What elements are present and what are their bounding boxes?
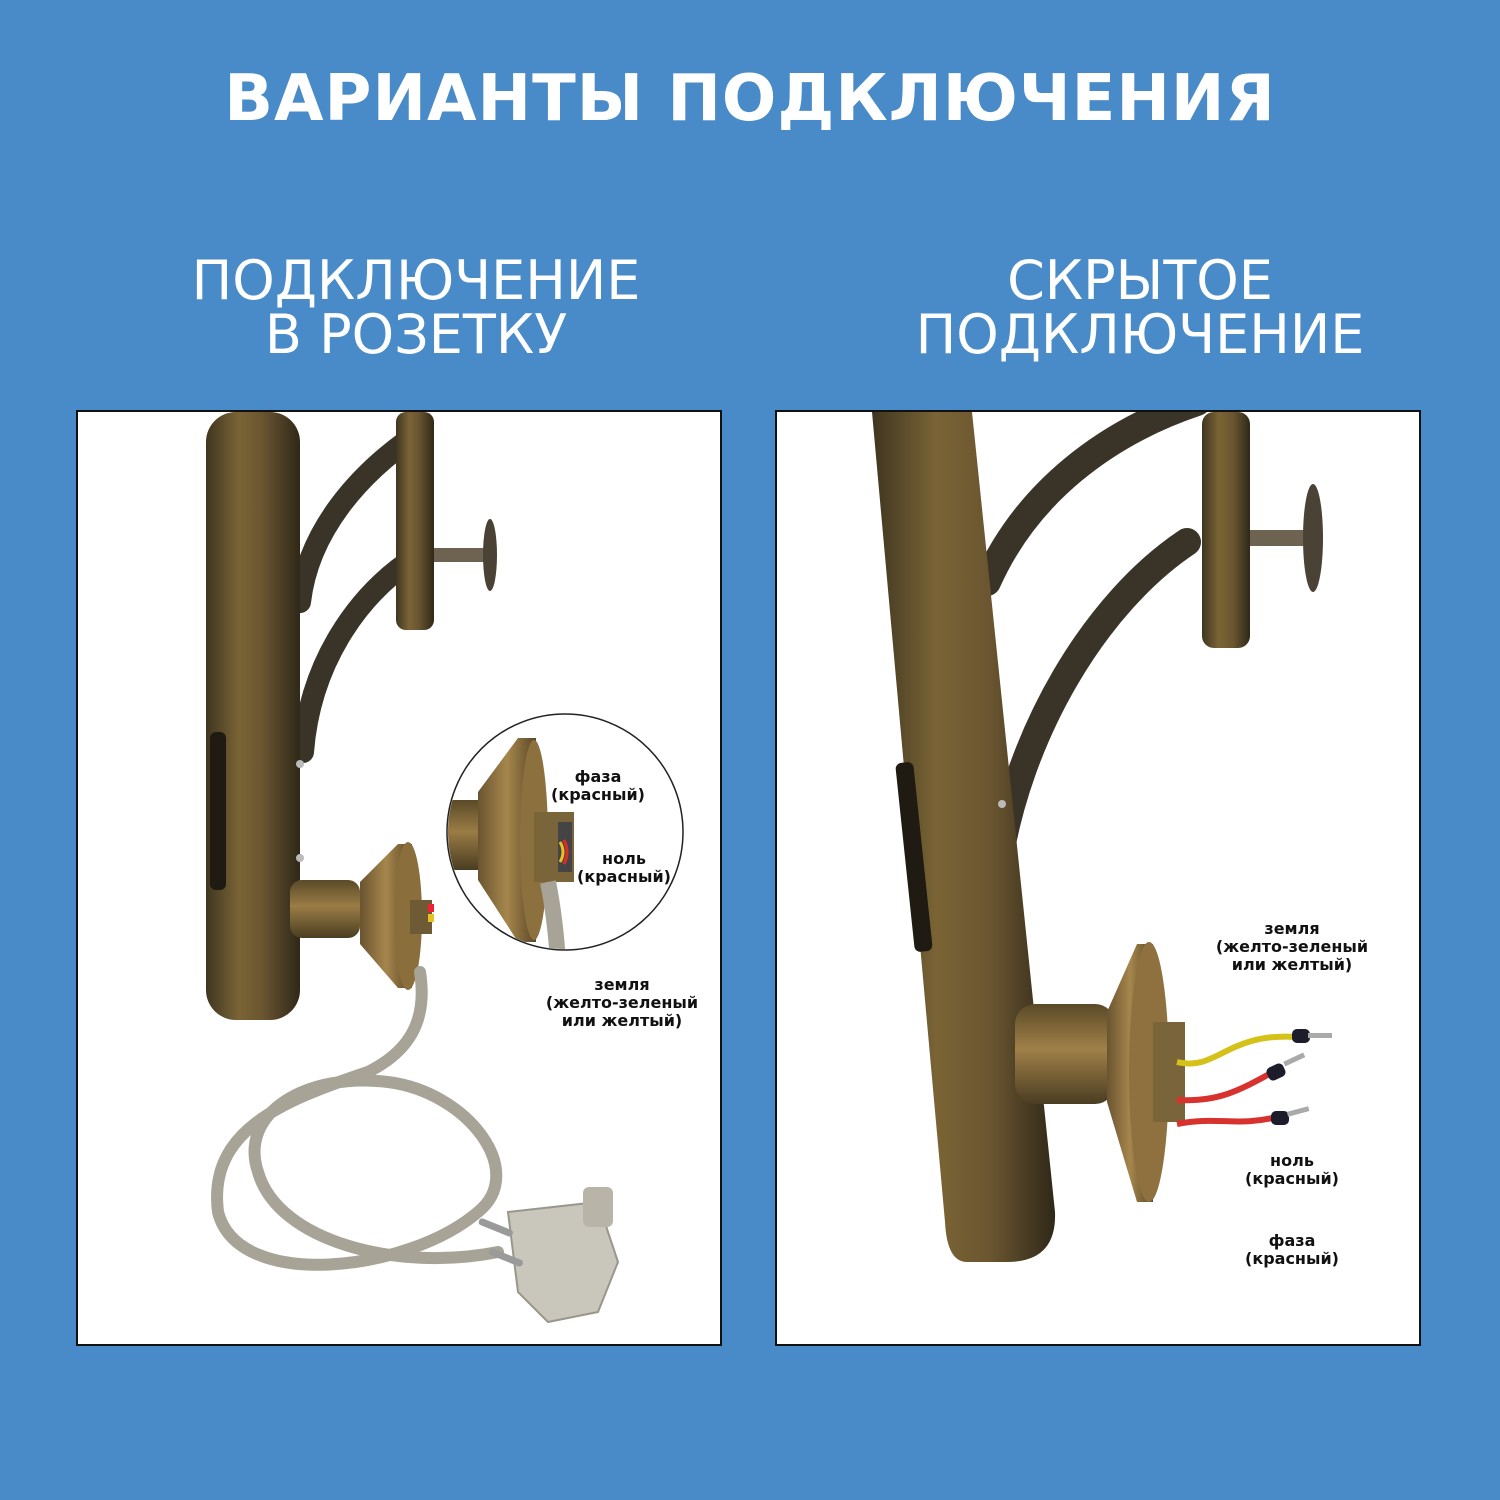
label-name: фаза: [574, 767, 622, 786]
left-label-phase: фаза (красный): [528, 768, 668, 804]
right-option-heading: СКРЫТОЕ ПОДКЛЮЧЕНИЕ: [775, 254, 1500, 362]
plug-icon: [478, 1187, 620, 1324]
towel-rail-with-wires-illustration: [872, 412, 1332, 1262]
ground-wire: [1176, 1033, 1298, 1067]
label-name: ноль: [1270, 1151, 1314, 1170]
label-color: (красный): [551, 785, 645, 804]
right-label-ground: земля (желто-зеленый или желтый): [1212, 920, 1372, 974]
socket-connection-image-panel: фаза (красный) ноль (красный) земля (жел…: [76, 410, 722, 1346]
right-heading-line2: ПОДКЛЮЧЕНИЕ: [915, 303, 1365, 366]
label-name: фаза: [1268, 1231, 1316, 1250]
phase-wire: [1176, 1114, 1278, 1127]
label-color: (красный): [1245, 1249, 1339, 1268]
page-title: ВАРИАНТЫ ПОДКЛЮЧЕНИЯ: [224, 62, 1276, 136]
label-name: земля: [1264, 919, 1320, 938]
right-label-phase: фаза (красный): [1227, 1232, 1357, 1268]
left-option-heading: ПОДКЛЮЧЕНИЕ В РОЗЕТКУ: [76, 254, 756, 362]
left-heading-line1: ПОДКЛЮЧЕНИЕ: [191, 249, 641, 312]
label-color-2: или желтый): [1231, 955, 1353, 974]
zoom-inset-circle: [446, 713, 684, 951]
label-color-1: (желто-зеленый: [545, 993, 699, 1012]
left-heading-line2: В РОЗЕТКУ: [264, 303, 568, 366]
towel-rail-with-plug-illustration: [206, 412, 684, 1324]
left-label-neutral: ноль (красный): [554, 850, 694, 886]
label-color: (красный): [1245, 1169, 1339, 1188]
label-color-2: или желтый): [561, 1011, 683, 1030]
label-color: (красный): [577, 867, 671, 886]
label-color-1: (желто-зеленый: [1215, 937, 1369, 956]
right-label-neutral: ноль (красный): [1227, 1152, 1357, 1188]
neutral-wire: [1176, 1069, 1275, 1104]
label-name: земля: [594, 975, 650, 994]
left-label-ground: земля (желто-зеленый или желтый): [542, 976, 702, 1030]
label-name: ноль: [602, 849, 646, 868]
hidden-connection-image-panel: земля (желто-зеленый или желтый) ноль (к…: [775, 410, 1421, 1346]
right-heading-line1: СКРЫТОЕ: [1007, 249, 1273, 312]
